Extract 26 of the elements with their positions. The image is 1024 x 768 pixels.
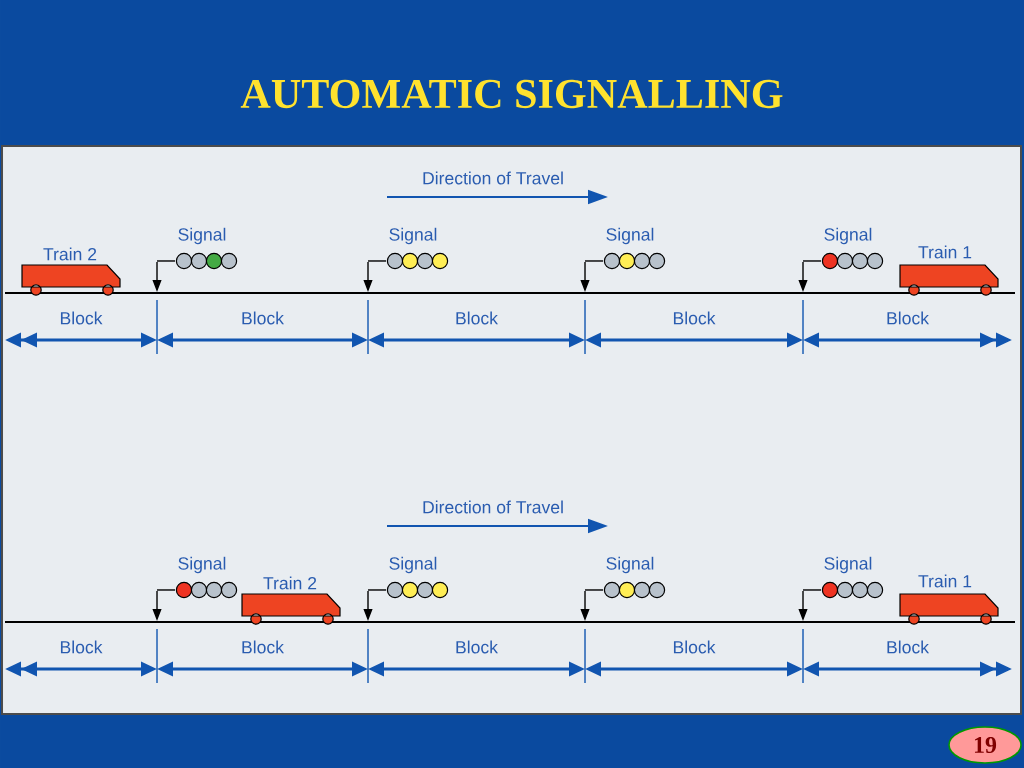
signal-label: Signal: [606, 556, 654, 574]
block-label: Block: [242, 640, 284, 654]
train-label: Train 2: [43, 247, 97, 261]
signal-label: Signal: [178, 556, 226, 574]
block-label: Block: [60, 311, 103, 325]
page-number: 19: [948, 726, 1022, 764]
direction-label: Direction of Travel: [423, 171, 563, 185]
block-label: Block: [887, 311, 930, 325]
signal-label: Signal: [178, 227, 226, 245]
signal-label: Signal: [389, 227, 437, 245]
block-label: Block: [60, 640, 103, 654]
block-label: Block: [456, 640, 498, 654]
signal-label: Signal: [389, 556, 437, 574]
block-label: Block: [887, 640, 930, 654]
block-label: Block: [673, 640, 716, 654]
title: AUTOMATIC SIGNALLING: [240, 79, 783, 109]
train-label: Train 2: [263, 576, 317, 590]
direction-label: Direction of Travel: [423, 500, 563, 514]
train-label: Train 1: [918, 574, 972, 588]
block-label: Block: [242, 311, 284, 325]
signal-label: Signal: [824, 556, 872, 574]
signal-label: Signal: [606, 227, 654, 245]
block-label: Block: [673, 311, 716, 325]
block-label: Block: [456, 311, 498, 325]
signal-label: Signal: [824, 227, 872, 245]
train-label: Train 1: [918, 245, 972, 259]
